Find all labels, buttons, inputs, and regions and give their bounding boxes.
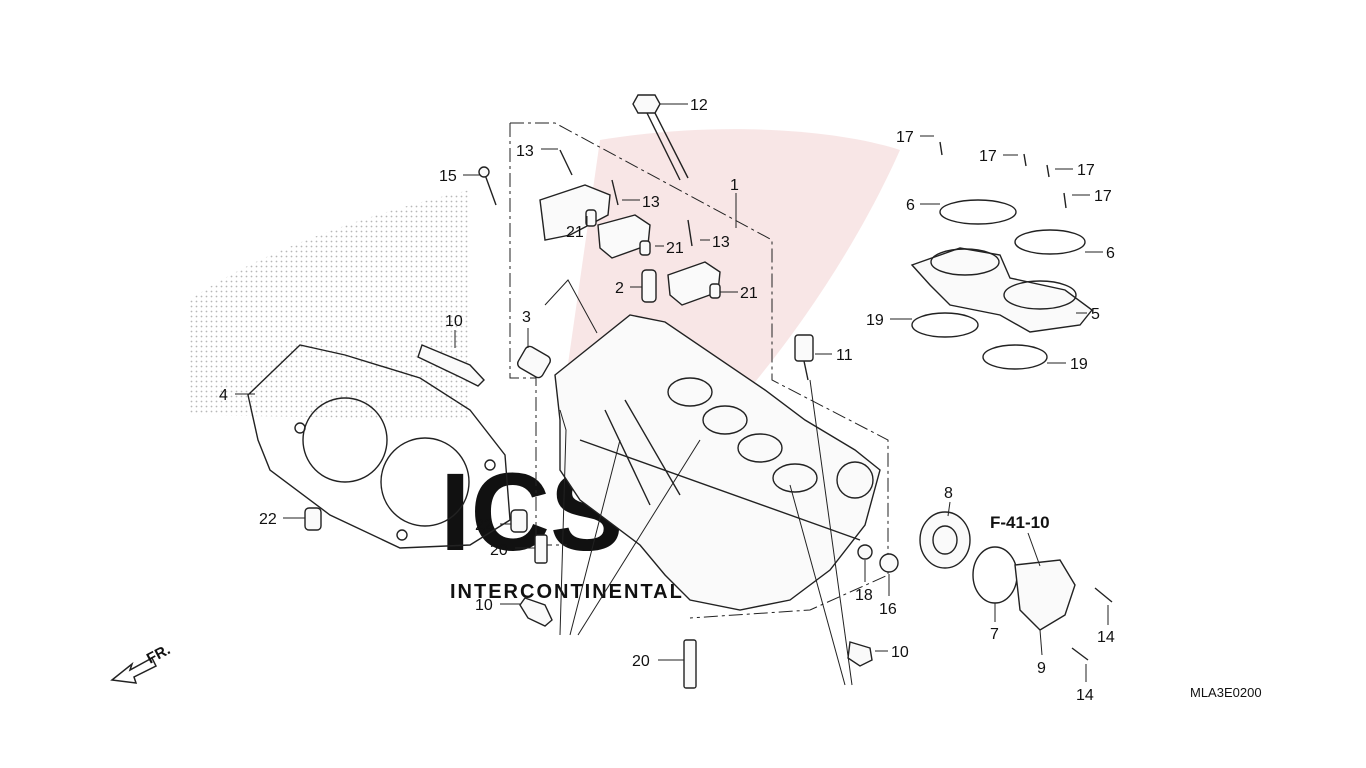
callout-10: 10: [891, 644, 909, 661]
callout-19: 19: [866, 312, 884, 329]
head-gasket: [247, 344, 511, 549]
callout-20: 20: [632, 653, 650, 670]
intake-insulators: [910, 141, 1094, 370]
callout-10: 10: [475, 597, 493, 614]
front-arrow-icon: [110, 656, 158, 684]
callout-17: 17: [1077, 162, 1095, 179]
callout-11: 11: [836, 347, 853, 364]
head-bolt: [632, 94, 689, 181]
temperature-sensor: [794, 334, 814, 381]
callout-9: 9: [1037, 660, 1046, 677]
leader-lines: [235, 103, 1109, 686]
stud-bolt-15: [478, 166, 497, 206]
callout-15: 15: [439, 168, 457, 185]
callout-14: 14: [1097, 629, 1115, 646]
callout-7: 7: [990, 626, 999, 643]
callout-21: 21: [566, 224, 584, 241]
section-reference: F-41-10: [990, 513, 1050, 532]
callout-5: 5: [1091, 306, 1100, 323]
oil-guide: [517, 345, 551, 379]
callout-6: 6: [1106, 245, 1115, 262]
callout-18: 18: [855, 587, 873, 604]
callout-12: 12: [690, 97, 708, 114]
callout-4: 4: [219, 387, 228, 404]
cylinder-head: [554, 314, 881, 611]
watermark-wing-left: [190, 190, 470, 420]
callout-22: 22: [259, 511, 277, 528]
callout-3: 3: [522, 309, 531, 326]
callout-21: 21: [666, 240, 684, 257]
callout-16: 16: [879, 601, 897, 618]
diagram-code: MLA3E0200: [1190, 685, 1262, 700]
callout-17: 17: [896, 129, 914, 146]
callout-8: 8: [944, 485, 953, 502]
front-direction-indicator: FR.: [110, 641, 173, 684]
callout-20: 20: [490, 542, 508, 559]
callout-13: 13: [516, 143, 534, 160]
callout-19: 19: [1070, 356, 1088, 373]
callout-13: 13: [642, 194, 660, 211]
callout-10: 10: [445, 313, 463, 330]
callout-13: 13: [712, 234, 730, 251]
studs: [534, 534, 697, 689]
callout-14: 14: [1076, 687, 1094, 704]
callout-22: 22: [475, 517, 493, 534]
thermostat-group: [857, 511, 1113, 661]
small-dowels: [585, 209, 721, 303]
dowel-pins: [304, 507, 528, 533]
callout-17: 17: [1094, 188, 1112, 205]
callout-17: 17: [979, 148, 997, 165]
callout-21: 21: [740, 285, 758, 302]
spark-plugs: [417, 344, 873, 667]
callout-labels: 12 13 13 13 15 1 21 21 21 2 3 10 4 22 22…: [219, 97, 1115, 704]
callout-2: 2: [615, 280, 624, 297]
callout-6: 6: [906, 197, 915, 214]
camshaft-holders: [539, 149, 721, 306]
callout-1: 1: [730, 177, 739, 194]
